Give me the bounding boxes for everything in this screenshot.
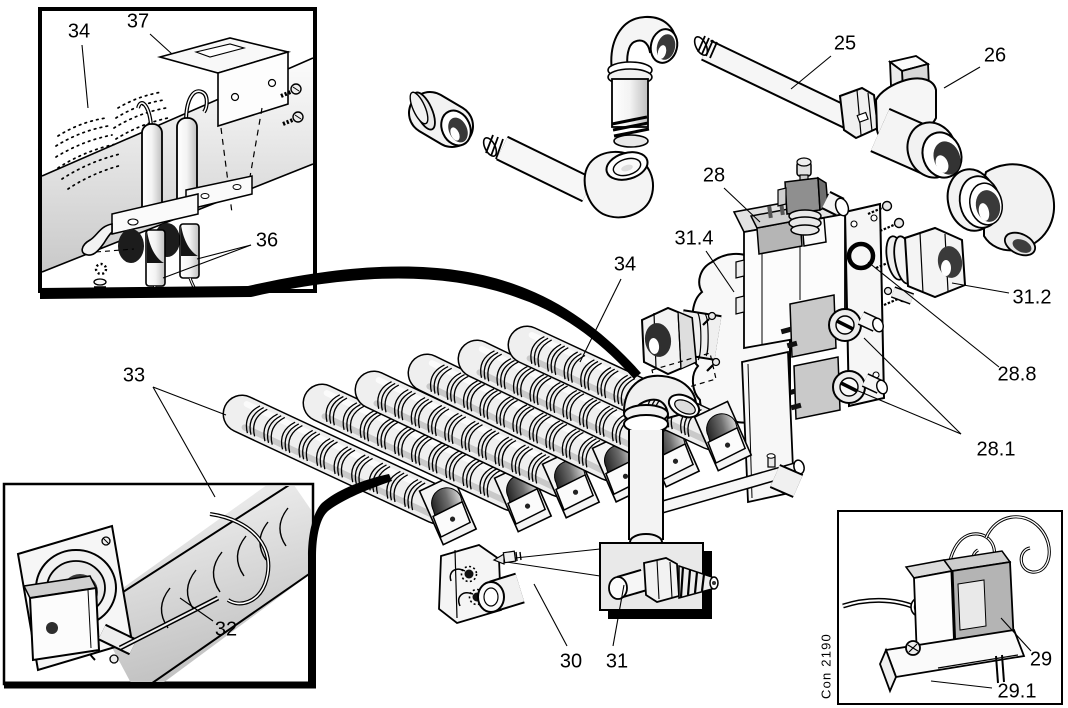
burner-head bbox=[493, 461, 553, 533]
o-ring bbox=[846, 241, 876, 271]
part-label-30: 30 bbox=[533, 583, 582, 672]
part-label-32: 32 bbox=[179, 597, 237, 640]
svg-text:25: 25 bbox=[834, 32, 856, 54]
svg-text:31.2: 31.2 bbox=[1013, 286, 1052, 308]
burner-tube bbox=[354, 370, 601, 519]
part-label-29: 29 bbox=[1000, 617, 1052, 670]
electrode-wires bbox=[136, 89, 209, 126]
gas-cock bbox=[838, 55, 963, 179]
pipe-with-elbow bbox=[482, 134, 654, 219]
part-label-Con-2190: Con 2190 bbox=[818, 633, 833, 699]
part-label-34: 34 bbox=[579, 253, 636, 363]
solenoid-operator bbox=[784, 356, 888, 420]
plate-foot bbox=[81, 223, 113, 256]
svg-text:33: 33 bbox=[123, 364, 145, 386]
svg-text:34: 34 bbox=[614, 253, 636, 275]
pilot-box bbox=[28, 586, 101, 662]
part-label-37: 37 bbox=[127, 10, 173, 55]
pipe-fittings-group bbox=[408, 15, 679, 219]
svg-text:Con 2190: Con 2190 bbox=[818, 633, 833, 699]
svg-text:28: 28 bbox=[703, 164, 725, 186]
part-label-25: 25 bbox=[790, 32, 856, 90]
svg-text:30: 30 bbox=[560, 650, 582, 672]
pilot-knob bbox=[477, 572, 525, 613]
svg-text:31: 31 bbox=[606, 650, 628, 672]
svg-text:34: 34 bbox=[68, 20, 90, 42]
pipe-coupling bbox=[408, 91, 474, 148]
svg-text:32: 32 bbox=[215, 618, 237, 640]
burner-head bbox=[418, 474, 478, 546]
electrode-lower bbox=[145, 223, 200, 289]
part-label-29-1: 29.1 bbox=[930, 680, 1037, 702]
supply-pipe bbox=[693, 35, 857, 131]
part-labels: 34 37 36 25 26 28 31.4 31.2 28.8 28.1 34 33 32 30 31 29… bbox=[68, 10, 1052, 702]
svg-text:29: 29 bbox=[1030, 648, 1052, 670]
part-label-31-4: 31.4 bbox=[675, 227, 735, 293]
part-label-31: 31 bbox=[606, 584, 628, 672]
injector-magnifier bbox=[599, 542, 719, 619]
pilot-assembly bbox=[438, 544, 601, 624]
svg-text:37: 37 bbox=[127, 10, 149, 32]
burner-tube bbox=[302, 383, 553, 533]
part-label-34: 34 bbox=[68, 20, 90, 109]
mounting-bracket bbox=[156, 37, 292, 128]
svg-text:26: 26 bbox=[984, 44, 1006, 66]
svg-text:28.8: 28.8 bbox=[998, 363, 1037, 385]
part-label-28-8: 28.8 bbox=[867, 261, 1037, 385]
burner-tube bbox=[222, 394, 478, 546]
inset-ignition-unit bbox=[837, 510, 1063, 705]
manifold-rail bbox=[643, 453, 805, 519]
part-label-28: 28 bbox=[703, 164, 761, 223]
pilot-nozzle bbox=[492, 550, 522, 565]
burner-tube-bank bbox=[222, 325, 753, 546]
bracket-screws bbox=[280, 83, 304, 126]
part-label-33: 33 bbox=[123, 364, 227, 498]
star-washer bbox=[94, 262, 108, 276]
solenoid-operator bbox=[780, 294, 884, 358]
part-label-36: 36 bbox=[162, 229, 278, 279]
burner-head bbox=[693, 400, 753, 472]
elbow-fitting-right bbox=[946, 163, 1056, 257]
vertical-pipe-elbow bbox=[607, 15, 679, 148]
outlet-fitting bbox=[883, 226, 967, 305]
svg-text:29.1: 29.1 bbox=[998, 680, 1037, 702]
ignition-bracket bbox=[879, 628, 1026, 694]
burner-tube bbox=[407, 353, 651, 503]
gas-valve-assembly bbox=[640, 157, 967, 504]
part-label-26: 26 bbox=[943, 44, 1006, 89]
svg-text:31.4: 31.4 bbox=[675, 227, 714, 249]
magnifier-swoosh-top bbox=[40, 266, 641, 379]
inset-burner-tube-detail bbox=[2, 482, 316, 689]
magnifier-swoosh-bottom bbox=[308, 474, 392, 684]
gas-supply-pipe-and-cock bbox=[693, 35, 963, 179]
svg-text:28.1: 28.1 bbox=[977, 438, 1016, 460]
part-label-28-1: 28.1 bbox=[855, 337, 1016, 460]
svg-text:36: 36 bbox=[256, 229, 278, 251]
inset-electrode-bracket-detail bbox=[38, 7, 317, 293]
burner-head bbox=[541, 447, 601, 519]
manifold-elbow bbox=[622, 374, 701, 551]
part-label-31-2: 31.2 bbox=[951, 282, 1052, 308]
